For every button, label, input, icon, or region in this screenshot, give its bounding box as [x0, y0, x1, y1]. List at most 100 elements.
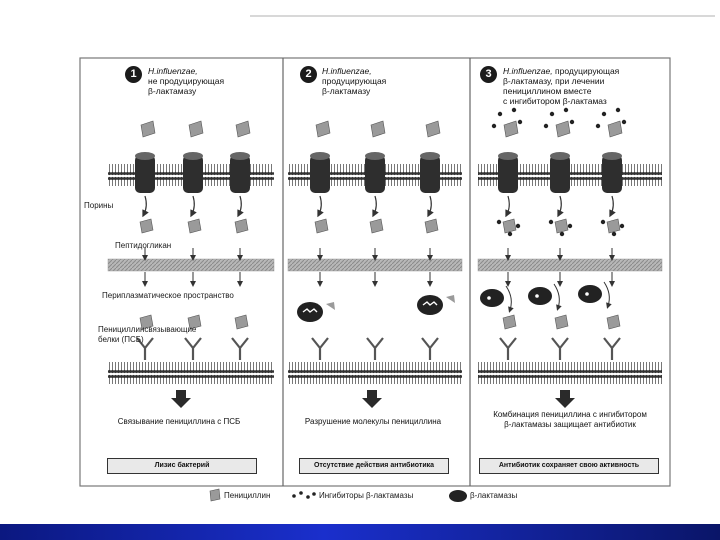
panel-2-line-2: β-лактамазу: [322, 86, 371, 96]
inhibitor-dot-top-3-2: [615, 107, 621, 113]
panel-3-result-line-2: β-лактамазы защищает антибиотик: [504, 420, 636, 429]
peptidoglycan-1: [107, 258, 275, 272]
inhibitor-dot-mid-1-1: [496, 219, 502, 225]
penicillin-below-3-1: [502, 218, 517, 234]
inhibitor-dot-mid-2-1: [548, 219, 554, 225]
panel-2-outcome: Отсутствие действия антибиотика: [299, 458, 449, 474]
inhibitor-dot-mid-2-2: [567, 223, 573, 229]
panel-3-result: Комбинация пенициллина с ингибитором β-л…: [470, 410, 670, 430]
penicillin-bound-3-1: [502, 314, 517, 330]
panel-2-result: Разрушение молекулы пенициллина: [304, 417, 442, 426]
panel-3-line-0: H.influenzae, продуцирующая: [503, 66, 619, 76]
inhibitor-dot-top-1-1: [497, 111, 503, 117]
inhibitor-dot-top-2-4: [543, 123, 549, 129]
penicillin-below-1-3: [234, 218, 249, 234]
panel-3-rest-first: продуцирующая: [555, 66, 620, 76]
pbp-1-2: [184, 337, 202, 360]
penicillin-bound-1-2: [187, 314, 202, 330]
porin-arrow-2-3: [427, 195, 434, 218]
inner-membrane-3: [478, 362, 662, 384]
panel-3-header: H.influenzae, продуцирующая β-лактамазу,…: [503, 66, 619, 106]
inhibitor-dot-top-3-3: [621, 119, 627, 125]
curved-arrow-3-1: [505, 285, 514, 313]
result-arrow-1: [171, 390, 191, 408]
porin-top-1-2: [183, 152, 203, 160]
pbp-2-3: [421, 337, 439, 360]
panel-3-number: 3: [480, 66, 497, 83]
panel-1-line-2: β-лактамазу: [148, 86, 197, 96]
porin-top-2-3: [420, 152, 440, 160]
legend-inhibitors-label: Ингибиторы β-лактамазы: [319, 491, 414, 500]
betalactamase-teeth-2-1: [302, 308, 318, 313]
peptidoglycan-2: [287, 258, 463, 272]
penicillin-above-2-3: [425, 120, 441, 138]
porin-arrow-3-1: [505, 195, 512, 218]
pbp-label-line-2: белки (ПСБ): [98, 335, 144, 344]
penicillin-bound-1-3: [234, 314, 249, 330]
panel-1-outcome: Лизис бактерий: [107, 458, 257, 474]
porin-3-3: [602, 155, 622, 193]
porin-top-3-2: [550, 152, 570, 160]
porin-top-2-1: [310, 152, 330, 160]
penicillin-bound-1-1: [139, 314, 154, 330]
inhibitor-dot-top-3-1: [601, 111, 607, 117]
legend-betalactamase-glyph: [449, 490, 467, 502]
panel-1-result: Связывание пенициллина с ПСБ: [117, 417, 241, 426]
inhibitor-bound-3-3: [585, 292, 589, 296]
pbp-label: Пенициллинсвязывающие белки (ПСБ): [98, 325, 196, 345]
porin-arrow-2-1: [317, 195, 324, 218]
panel-3-result-line-1: Комбинация пенициллина с ингибитором: [493, 410, 647, 419]
porin-1-2: [183, 155, 203, 193]
inhibitor-dot-top-2-1: [549, 111, 555, 117]
porin-arrow-1-2: [190, 195, 197, 218]
penicillin-above-1-2: [188, 120, 204, 138]
legend-betalactamases-label: β-лактамазы: [470, 491, 518, 500]
porin-top-1-3: [230, 152, 250, 160]
penicillin-below-1-2: [187, 218, 202, 234]
peptidoglycan-3: [477, 258, 663, 272]
inhibitor-dot-top-3-4: [595, 123, 601, 129]
porin-2-3: [420, 155, 440, 193]
penicillin-below-3-3: [606, 218, 621, 234]
inhibitor-dot-mid-3-1: [600, 219, 606, 225]
pbp-3-2: [551, 337, 569, 360]
result-arrow-2: [362, 390, 382, 408]
legend-penicillin-glyph: [209, 488, 221, 502]
penicillin-fragment-2-1: [326, 302, 335, 310]
panel-3-organism: H.influenzae,: [503, 66, 553, 76]
porin-2-2: [365, 155, 385, 193]
porin-3-2: [550, 155, 570, 193]
penicillin-above-2-2: [370, 120, 386, 138]
betalactamase-3-1: [480, 289, 504, 307]
inhibitor-dot-mid-2-3: [559, 231, 565, 237]
porin-arrow-3-2: [557, 195, 564, 218]
inhibitor-dot-mid-1-3: [507, 231, 513, 237]
porin-1-3: [230, 155, 250, 193]
porin-top-1-1: [135, 152, 155, 160]
penicillin-below-2-2: [369, 218, 384, 234]
inhibitor-dot-top-1-4: [491, 123, 497, 129]
penicillin-fragment-2-2: [446, 295, 455, 303]
panel-2-number: 2: [300, 66, 317, 83]
porin-arrow-2-2: [372, 195, 379, 218]
panel-1-organism: H.influenzae,: [148, 66, 198, 76]
legend-inhibitor-dot-4: [312, 492, 316, 496]
panel-3-line-3: с ингибитором β-лактамаз: [503, 96, 607, 106]
panel-3-line-1: β-лактамазу, при лечении: [503, 76, 605, 86]
pbp-2-2: [366, 337, 384, 360]
panel-1-header: H.influenzae, не продуцирующая β-лактама…: [148, 66, 224, 96]
penicillin-above-3-2: [555, 120, 571, 138]
penicillin-below-1-1: [139, 218, 154, 234]
curved-arrow-3-3: [603, 281, 612, 309]
panel-1-line-1: не продуцирующая: [148, 76, 225, 86]
porin-1-1: [135, 155, 155, 193]
peptidoglycan-label: Пептидогликан: [115, 241, 172, 250]
pbp-2-1: [311, 337, 329, 360]
panel-2-header: H.influenzae, продуцирующая β-лактамазу: [322, 66, 386, 96]
betalactamase-3-3: [578, 285, 602, 303]
pbp-3-1: [499, 337, 517, 360]
porin-2-1: [310, 155, 330, 193]
legend-inhibitor-dot-2: [299, 491, 303, 495]
